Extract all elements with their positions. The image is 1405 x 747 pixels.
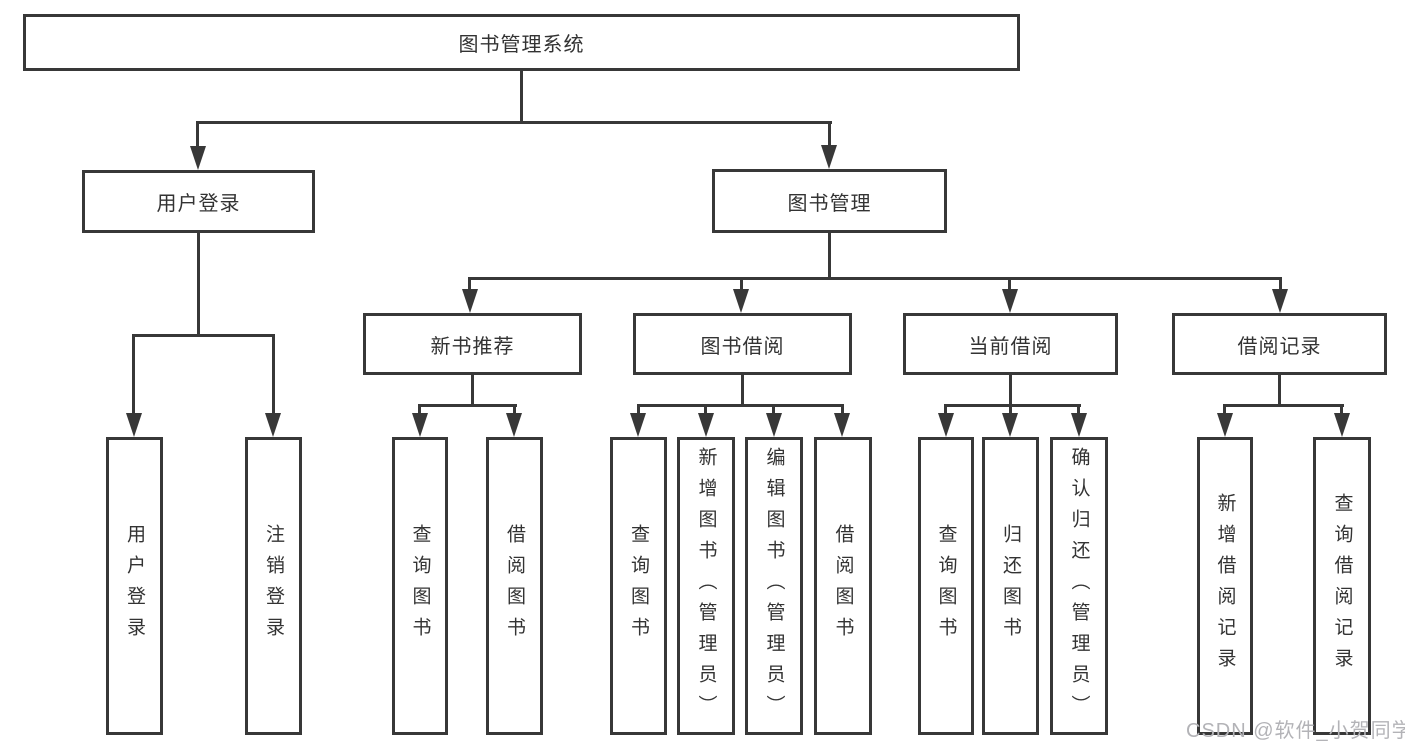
leaf-label: 查询图书 xyxy=(628,524,649,648)
arrow-down-icon xyxy=(265,413,281,437)
arrow-down-icon xyxy=(834,413,850,437)
leaf-query-books-borrow: 查询图书 xyxy=(610,437,667,735)
line-segment-vertical xyxy=(196,121,199,149)
line-segment-horizontal xyxy=(637,404,844,407)
line-segment-vertical xyxy=(132,334,135,414)
leaf-label: 确认归还（管理员） xyxy=(1068,446,1090,726)
line-segment-vertical xyxy=(1008,277,1011,291)
node-borrow-records: 借阅记录 xyxy=(1172,313,1387,375)
line-segment-vertical xyxy=(741,375,744,407)
line-segment-vertical xyxy=(197,233,200,337)
leaf-label: 新增图书（管理员） xyxy=(695,446,717,726)
line-segment-vertical xyxy=(1077,404,1080,416)
line-segment-vertical xyxy=(944,404,947,416)
arrow-down-icon xyxy=(733,289,749,313)
line-segment-horizontal xyxy=(196,121,832,124)
line-segment-horizontal xyxy=(418,404,517,407)
leaf-label: 借阅图书 xyxy=(504,524,525,648)
line-segment-vertical xyxy=(772,404,775,416)
arrow-down-icon xyxy=(1002,413,1018,437)
node-book-management: 图书管理 xyxy=(712,169,947,233)
arrow-down-icon xyxy=(766,413,782,437)
leaf-borrow-books: 借阅图书 xyxy=(814,437,872,735)
line-segment-vertical xyxy=(828,233,831,280)
leaf-return-books: 归还图书 xyxy=(982,437,1039,735)
line-segment-vertical xyxy=(637,404,640,416)
arrow-down-icon xyxy=(462,289,478,313)
line-segment-vertical xyxy=(1278,375,1281,407)
leaf-label: 查询借阅记录 xyxy=(1331,493,1353,679)
leaf-query-borrow-record: 查询借阅记录 xyxy=(1313,437,1371,735)
line-segment-vertical xyxy=(520,70,523,124)
arrow-down-icon xyxy=(1217,413,1233,437)
line-segment-horizontal xyxy=(468,277,1282,280)
leaf-add-books-admin: 新增图书（管理员） xyxy=(677,437,735,735)
leaf-edit-books-admin: 编辑图书（管理员） xyxy=(745,437,803,735)
line-segment-vertical xyxy=(1009,404,1012,416)
leaf-query-books-current: 查询图书 xyxy=(918,437,974,735)
arrow-down-icon xyxy=(412,413,428,437)
leaf-label: 新增借阅记录 xyxy=(1214,493,1236,679)
arrow-down-icon xyxy=(190,146,206,170)
arrow-down-icon xyxy=(821,145,837,169)
line-segment-vertical xyxy=(1223,404,1226,416)
line-segment-vertical xyxy=(1009,375,1012,407)
csdn-watermark: CSDN @软件_小贺同学 xyxy=(1186,720,1405,742)
arrow-down-icon xyxy=(506,413,522,437)
arrow-down-icon xyxy=(698,413,714,437)
node-root: 图书管理系统 xyxy=(23,14,1020,71)
leaf-user-login: 用户登录 xyxy=(106,437,163,735)
leaf-label: 编辑图书（管理员） xyxy=(763,446,785,726)
leaf-label: 归还图书 xyxy=(1000,524,1021,648)
line-segment-horizontal xyxy=(132,334,275,337)
line-segment-vertical xyxy=(468,277,471,291)
leaf-label: 用户登录 xyxy=(124,524,145,648)
line-segment-vertical xyxy=(740,277,743,291)
node-book-borrow: 图书借阅 xyxy=(633,313,852,375)
arrow-down-icon xyxy=(1334,413,1350,437)
leaf-query-books-recommend: 查询图书 xyxy=(392,437,448,735)
line-segment-horizontal xyxy=(1223,404,1344,407)
leaf-label: 注销登录 xyxy=(263,524,284,648)
leaf-label: 借阅图书 xyxy=(832,524,854,648)
leaf-label: 查询图书 xyxy=(409,524,431,648)
line-segment-vertical xyxy=(272,334,275,414)
node-user-login: 用户登录 xyxy=(82,170,315,233)
line-segment-vertical xyxy=(418,404,421,416)
arrow-down-icon xyxy=(126,413,142,437)
line-segment-horizontal xyxy=(944,404,1081,407)
line-segment-vertical xyxy=(704,404,707,416)
leaf-logout: 注销登录 xyxy=(245,437,302,735)
line-segment-vertical xyxy=(841,404,844,416)
arrow-down-icon xyxy=(938,413,954,437)
arrow-down-icon xyxy=(1272,289,1288,313)
line-segment-vertical xyxy=(1279,277,1282,291)
leaf-confirm-return-admin: 确认归还（管理员） xyxy=(1050,437,1108,735)
arrow-down-icon xyxy=(1071,413,1087,437)
arrow-down-icon xyxy=(630,413,646,437)
node-current-borrow: 当前借阅 xyxy=(903,313,1118,375)
arrow-down-icon xyxy=(1002,289,1018,313)
leaf-add-borrow-record: 新增借阅记录 xyxy=(1197,437,1253,735)
leaf-borrow-books-recommend: 借阅图书 xyxy=(486,437,543,735)
node-new-book-recommend: 新书推荐 xyxy=(363,313,582,375)
line-segment-vertical xyxy=(1340,404,1343,416)
line-segment-vertical xyxy=(513,404,516,416)
line-segment-vertical xyxy=(471,375,474,407)
line-segment-vertical xyxy=(828,121,831,148)
leaf-label: 查询图书 xyxy=(935,524,957,648)
